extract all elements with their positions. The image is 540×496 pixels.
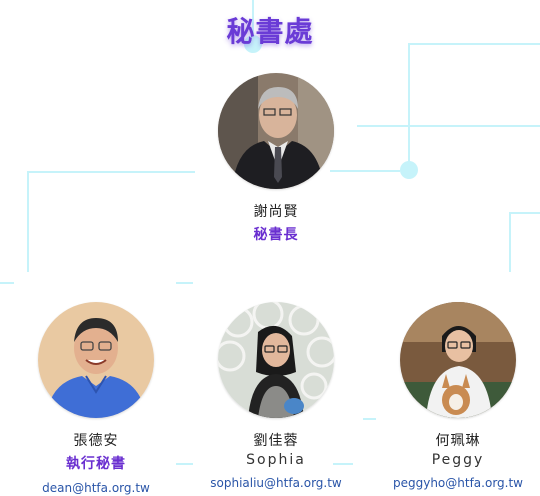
- avatar-secretary-general: [218, 73, 334, 189]
- card-staff-peggy: 何珮琳 Peggy peggyho@htfa.org.tw: [368, 302, 540, 490]
- avatar-executive-secretary: [38, 302, 154, 418]
- avatar-staff-sophia: [218, 302, 334, 418]
- email-link[interactable]: dean@htfa.org.tw: [42, 481, 150, 495]
- card-executive-secretary: 張德安 執行秘書 dean@htfa.org.tw: [6, 302, 186, 495]
- portrait-photo: [400, 302, 516, 418]
- portrait-photo: [38, 302, 154, 418]
- person-name: 張德安: [73, 433, 119, 449]
- person-english-name: Peggy: [431, 452, 485, 468]
- person-role: 執行秘書: [66, 456, 126, 472]
- portrait-photo: [218, 302, 334, 418]
- person-role: 秘書長: [253, 227, 299, 243]
- card-staff-sophia: 劉佳蓉 Sophia sophialiu@htfa.org.tw: [186, 302, 366, 490]
- avatar-staff-peggy: [400, 302, 516, 418]
- email-link[interactable]: peggyho@htfa.org.tw: [392, 476, 523, 490]
- person-name: 謝尚賢: [253, 204, 299, 220]
- card-secretary-general: 謝尚賢 秘書長: [186, 73, 366, 244]
- person-english-name: Sophia: [246, 452, 306, 468]
- portrait-photo: [218, 73, 334, 189]
- section-title: 秘書處: [226, 15, 314, 48]
- person-name: 劉佳蓉: [253, 433, 299, 449]
- person-name: 何珮琳: [435, 433, 481, 449]
- email-link[interactable]: sophialiu@htfa.org.tw: [210, 476, 342, 490]
